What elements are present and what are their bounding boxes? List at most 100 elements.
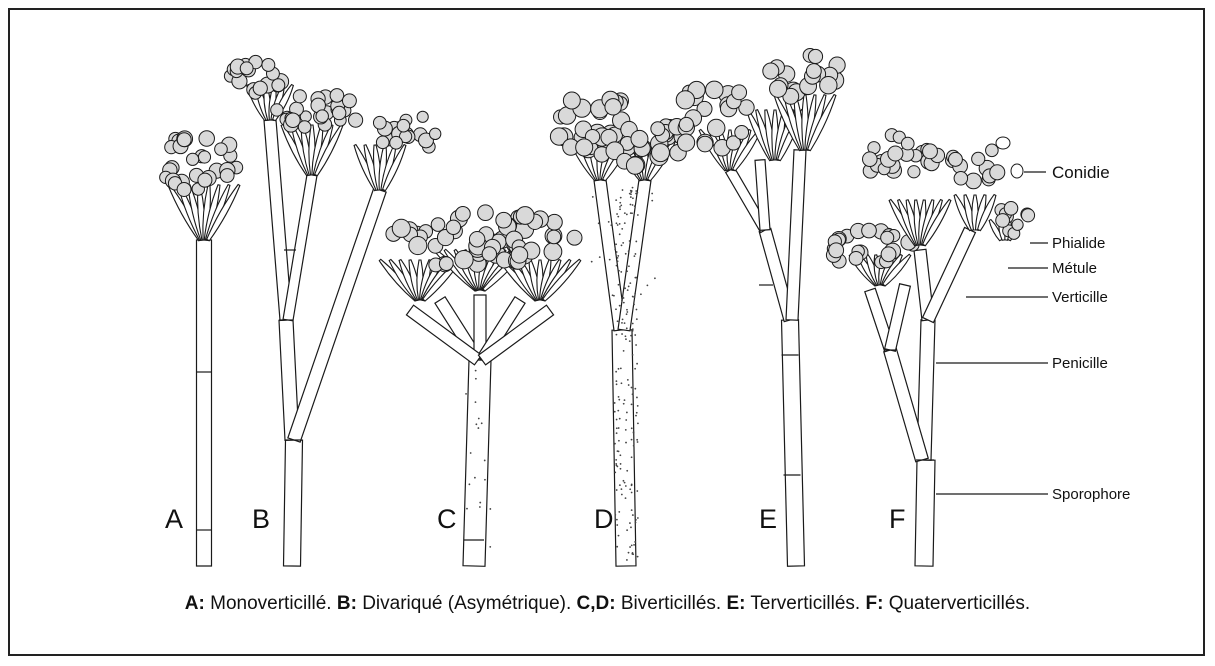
- conidium: [409, 237, 427, 255]
- stipe-dot: [615, 459, 617, 461]
- stipe-dot: [616, 546, 618, 548]
- stipe-dot: [637, 441, 639, 443]
- stipe-dot: [625, 429, 627, 431]
- stipe-dot: [484, 460, 486, 462]
- conidiophore-drawings: [160, 48, 1035, 566]
- conidium: [567, 230, 582, 245]
- stipe-dot: [623, 350, 625, 352]
- stipe-dot: [635, 241, 637, 243]
- stipe-dot: [619, 233, 621, 235]
- stipe-dot: [630, 193, 632, 195]
- conidium: [272, 79, 285, 92]
- stipe-dot: [631, 544, 633, 546]
- stipe-dot: [489, 546, 491, 548]
- conidium: [198, 151, 210, 163]
- stipe-dot: [625, 338, 627, 340]
- conidium: [763, 63, 779, 79]
- stipe-dot: [629, 522, 631, 524]
- stipe-dot: [477, 427, 479, 429]
- stipe-dot: [628, 265, 630, 267]
- stipe-dot: [635, 519, 637, 521]
- stipe-dot: [617, 260, 619, 262]
- stipe-dot: [616, 334, 618, 336]
- conidium: [888, 146, 903, 161]
- stipe-dot: [625, 253, 627, 255]
- conidium: [631, 130, 648, 147]
- stipe-dot: [618, 535, 620, 537]
- stipe-dot: [615, 380, 617, 382]
- conidium: [1012, 219, 1023, 230]
- conidium: [198, 173, 212, 187]
- stipe-dot: [629, 546, 631, 548]
- stipe-dot: [484, 479, 486, 481]
- stipe-dot: [615, 308, 617, 310]
- stipe-dot: [614, 443, 616, 445]
- stipe-dot: [625, 335, 627, 337]
- conidium: [271, 104, 283, 116]
- stipe-dot: [615, 243, 617, 245]
- stipe-dot: [631, 509, 633, 511]
- conidium: [735, 125, 749, 139]
- caption-text-a: Monoverticillé.: [205, 593, 337, 614]
- stipe-dot: [622, 189, 624, 191]
- stipe-b: [284, 440, 303, 566]
- stipe-segment: [885, 284, 911, 351]
- conidium: [469, 232, 484, 247]
- stipe-dot: [475, 370, 477, 372]
- stipe-dot: [618, 450, 620, 452]
- conidium: [220, 169, 234, 183]
- caption-text-b: Divariqué (Asymétrique).: [357, 593, 577, 614]
- stipe-dot: [628, 286, 630, 288]
- stipe-dot: [633, 304, 635, 306]
- conidium: [996, 214, 1010, 228]
- stipe-dot: [632, 328, 634, 330]
- label-conidie: Conidie: [1052, 163, 1110, 182]
- stipe-dot: [640, 293, 642, 295]
- conidium: [482, 247, 496, 261]
- conidium: [397, 119, 410, 132]
- conidium: [626, 157, 643, 174]
- stipe-dot: [617, 320, 619, 322]
- caption-key-cd: C,D:: [577, 593, 616, 614]
- stipe-dot: [646, 284, 648, 286]
- stipe-dot: [618, 284, 620, 286]
- stipe-dot: [618, 427, 620, 429]
- stipe-dot: [619, 484, 621, 486]
- stipe-dot: [616, 251, 618, 253]
- stipe-dot: [628, 384, 630, 386]
- stipe-dot: [629, 282, 631, 284]
- stipe-dot: [654, 277, 656, 279]
- stipe-dot: [631, 484, 633, 486]
- stipe-dot: [614, 411, 616, 413]
- stipe-dot: [633, 432, 635, 434]
- conidium: [455, 250, 473, 268]
- conidium: [806, 64, 821, 79]
- stipe-dot: [621, 322, 623, 324]
- stipe-dot: [618, 399, 620, 401]
- stipe-dot: [470, 452, 472, 454]
- conidium: [240, 62, 253, 75]
- stipe-dot: [619, 202, 621, 204]
- conidium: [972, 152, 985, 165]
- stipe-dot: [634, 277, 636, 279]
- stipe-dot: [634, 541, 636, 543]
- conidium: [923, 144, 938, 159]
- stipe-dot: [626, 529, 628, 531]
- conidium: [576, 139, 593, 156]
- conidium: [605, 99, 621, 115]
- stipe-dot: [474, 477, 476, 479]
- stipe-dot: [475, 423, 477, 425]
- panel-letter-e: E: [759, 504, 777, 534]
- conidium: [881, 247, 896, 262]
- stipe-dot: [620, 197, 622, 199]
- conidium: [547, 214, 563, 230]
- stipe-dot: [622, 242, 624, 244]
- stipe-dot: [635, 344, 637, 346]
- stipe-dot: [617, 216, 619, 218]
- label-metule: Métule: [1052, 260, 1097, 277]
- label-phialide: Phialide: [1052, 235, 1105, 252]
- stipe-dot: [632, 393, 634, 395]
- stipe-dot: [609, 259, 611, 261]
- stipe-dot: [622, 318, 624, 320]
- stipe-dot: [631, 553, 633, 555]
